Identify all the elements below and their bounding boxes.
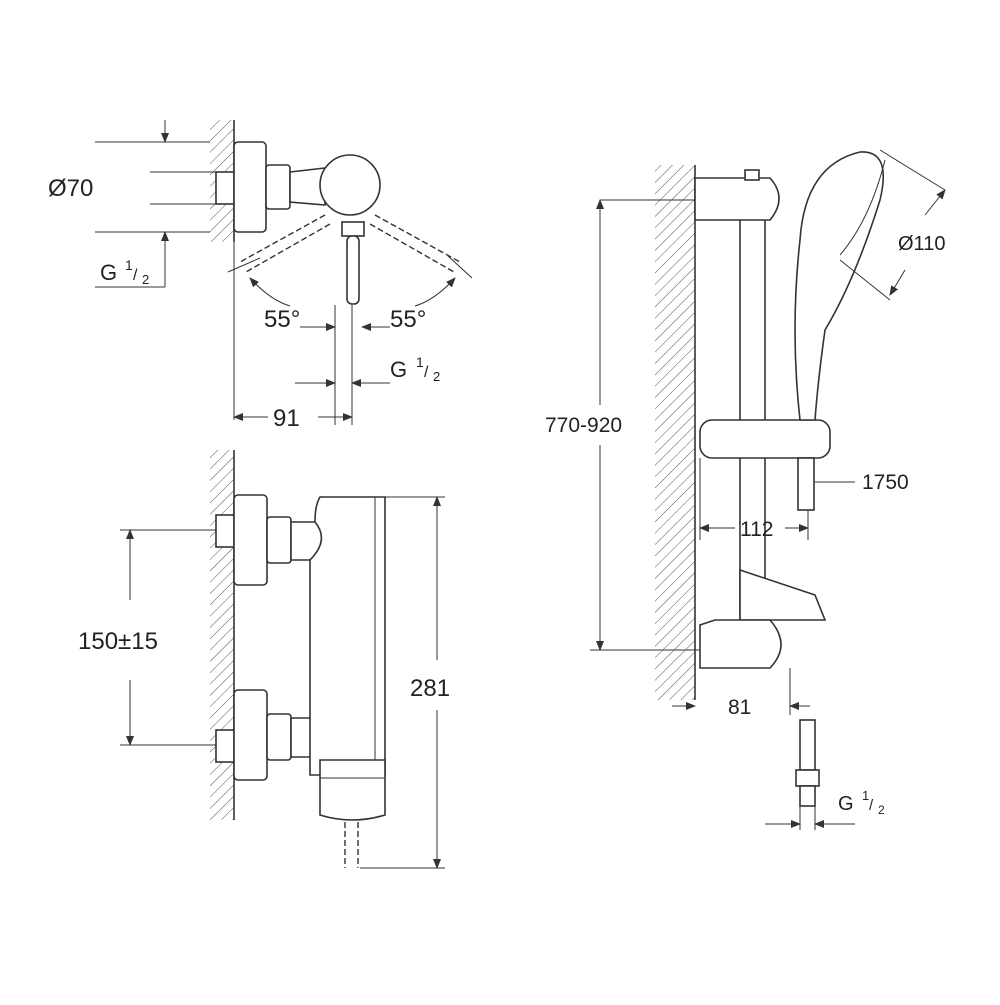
thread-num: 1 — [862, 788, 869, 803]
lever — [346, 235, 360, 305]
spout — [319, 759, 386, 821]
diameter-70-label: Ø70 — [48, 175, 93, 202]
height-281-label: 281 — [410, 675, 450, 702]
depth-91-label: 91 — [273, 405, 300, 432]
front-view: 150±15 281 — [78, 450, 450, 869]
hose-thread-label: G 1 / 2 — [838, 788, 885, 817]
thermostat-body — [309, 496, 386, 776]
inlet-pipe — [215, 171, 235, 205]
lever-right-position — [369, 214, 461, 273]
thread-den: 2 — [142, 272, 149, 287]
angle-right-label: 55° — [390, 306, 426, 333]
thread-num: 1 — [416, 354, 424, 370]
thread-slash: / — [133, 267, 138, 284]
thread-g: G — [390, 357, 407, 382]
thread-slash: / — [424, 364, 429, 381]
outlet-thread-label: G 1 / 2 — [390, 354, 440, 384]
top-bracket — [694, 177, 780, 221]
angle-left-label: 55° — [264, 306, 300, 333]
thread-den: 2 — [433, 369, 440, 384]
nut — [265, 164, 291, 210]
head-diameter-label: Ø110 — [898, 233, 945, 255]
wall-hatch — [210, 450, 234, 820]
slider — [699, 419, 831, 459]
bottom-bracket — [699, 619, 782, 669]
slider-offset-label: 112 — [740, 518, 773, 541]
lever-left-position — [239, 214, 331, 273]
hand-shower — [794, 151, 884, 421]
inlet-thread-label: G 1 / 2 — [100, 257, 149, 287]
thread-g: G — [100, 260, 117, 285]
escutcheon-upper — [233, 494, 268, 586]
thread-g: G — [838, 793, 854, 815]
hose-length-label: 1750 — [862, 471, 909, 494]
hose-fitting — [799, 719, 816, 771]
centers-150-label: 150±15 — [78, 628, 158, 655]
rail-range-label: 770-920 — [545, 414, 622, 437]
mixer-body — [319, 154, 381, 216]
escutcheon-lower — [233, 689, 268, 781]
thread-num: 1 — [125, 257, 133, 273]
wall-hatch — [655, 165, 695, 700]
bracket-depth-label: 81 — [728, 696, 751, 719]
top-view: Ø70 G 1 / 2 55° 55° G 1 / 2 91 — [48, 120, 473, 432]
thread-slash: / — [869, 797, 874, 814]
rail-view: 770-920 Ø110 1750 112 81 G 1 / 2 — [545, 149, 946, 830]
escutcheon — [233, 141, 267, 233]
thread-den: 2 — [878, 803, 885, 817]
